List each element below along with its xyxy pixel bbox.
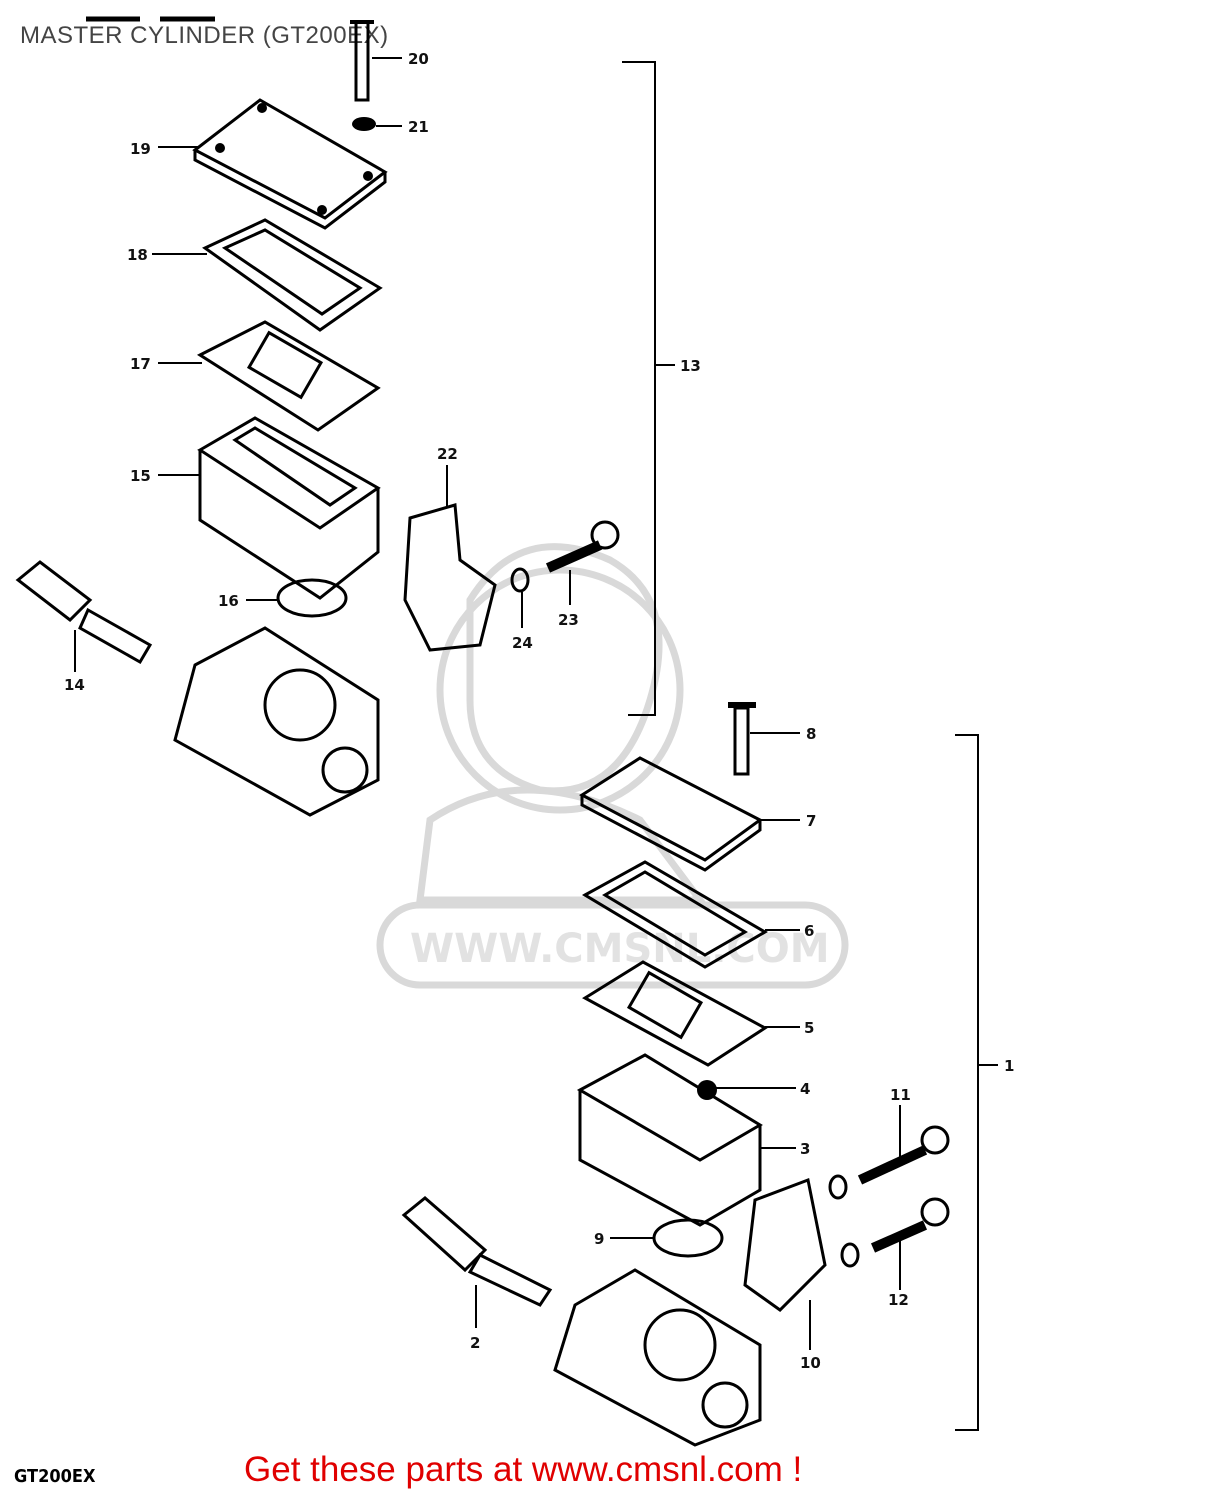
label-7: 7 (806, 812, 816, 830)
piston-2 (401, 1196, 553, 1307)
bolt-8 (728, 702, 756, 776)
o-ring-16 (276, 578, 348, 618)
model-code-footer: GT200EX (14, 1466, 96, 1487)
bolt-12 (870, 1197, 950, 1253)
cap-4 (697, 1080, 717, 1100)
label-24: 24 (512, 634, 533, 652)
washer-24 (510, 567, 530, 593)
label-21: 21 (408, 118, 429, 136)
label-13: 13 (680, 357, 701, 375)
diaphragm-5 (582, 960, 768, 1067)
label-9: 9 (594, 1230, 604, 1248)
label-6: 6 (804, 922, 814, 940)
bracket-13 (622, 61, 656, 716)
label-10: 10 (800, 1354, 821, 1372)
bracket-1 (955, 734, 979, 1431)
piston-14 (15, 560, 153, 665)
cta-link[interactable]: Get these parts at www.cmsnl.com ! (244, 1450, 803, 1489)
diagram-title: MASTER CYLINDER (GT200EX) (20, 22, 389, 49)
diaphragm-17 (196, 320, 381, 432)
watermark-logo: WWW.CMSNL.COM (376, 543, 849, 989)
clamp-22 (403, 503, 497, 652)
plate-6 (581, 860, 768, 969)
watermark-text: WWW.CMSNL.COM (410, 926, 830, 972)
o-ring-9 (652, 1218, 724, 1258)
label-15: 15 (130, 467, 151, 485)
label-8: 8 (806, 725, 816, 743)
label-23: 23 (558, 611, 579, 629)
body-upper (173, 626, 380, 817)
bolt-23 (545, 520, 620, 573)
label-1: 1 (1004, 1057, 1014, 1075)
label-19: 19 (130, 140, 151, 158)
diaphragm-plate-18 (202, 218, 383, 332)
label-18: 18 (127, 246, 148, 264)
label-17: 17 (130, 355, 151, 373)
label-20: 20 (408, 50, 429, 68)
body-lower (553, 1268, 762, 1447)
washer-11 (828, 1174, 848, 1200)
label-14: 14 (64, 676, 85, 694)
cover-19 (192, 98, 388, 230)
bolt-11 (857, 1125, 950, 1185)
washer-12 (840, 1242, 860, 1268)
label-3: 3 (800, 1140, 810, 1158)
bolt-20 (350, 20, 374, 102)
label-12: 12 (888, 1291, 909, 1309)
label-4: 4 (800, 1080, 810, 1098)
label-22: 22 (437, 445, 458, 463)
clamp-10 (743, 1177, 827, 1312)
label-2: 2 (470, 1334, 480, 1352)
washer-21 (352, 117, 376, 131)
label-11: 11 (890, 1086, 911, 1104)
label-16: 16 (218, 592, 239, 610)
label-5: 5 (804, 1019, 814, 1037)
reservoir-3 (576, 1053, 763, 1227)
reservoir-15 (197, 416, 381, 600)
